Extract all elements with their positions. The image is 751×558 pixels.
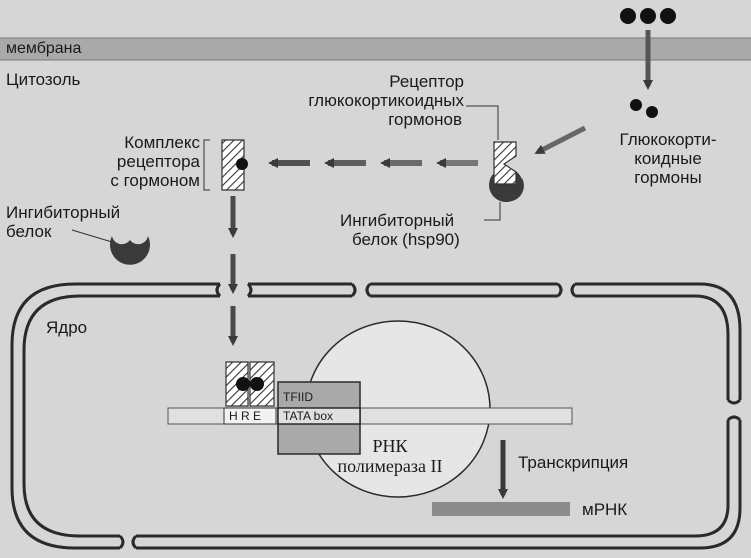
hre-label: H R E [229,409,262,423]
membrane-label: мембрана [6,40,82,57]
hormone-molecules-outside [620,8,676,24]
membrane-band [0,38,751,60]
transcription-label: Транскрипция [518,453,629,472]
receptor-with-hsp90 [489,141,524,202]
free-inhibitor-protein [110,236,150,265]
tfiid-label: TFIID [283,390,313,404]
receptor-label: Рецептор глюкокортикоидных гормонов [308,72,464,129]
hsp90-label: Ингибиторный белок (hsp90) [340,211,460,249]
receptor-hormone-complex [221,139,248,191]
mrna-bar [432,502,570,516]
free-inhibitor-label: Ингибиторный белок [6,203,121,241]
nucleus-label: Ядро [46,318,88,337]
receptor-leader [466,105,499,140]
inhibitor-leader [71,229,113,243]
hsp90-leader [484,202,501,221]
complex-bracket [203,139,210,191]
nuclear-envelope [10,282,742,550]
mrna-label: мРНК [582,500,628,519]
hormones-label: Глюкокорти- коидные гормоны [619,130,717,187]
complex-label: Комплекс рецептора с гормоном [110,133,200,190]
hormone-to-receptor-arrow [534,125,587,155]
tata-box-label: TATA box [283,409,334,423]
hre-box [223,407,277,425]
cytosol-label: Цитозоль [6,70,81,89]
tata-box [277,407,361,425]
receptor-dimer [225,361,275,407]
hormone-molecules-inside [630,99,658,118]
polymerase-label: РНК полимераза II [337,436,443,476]
